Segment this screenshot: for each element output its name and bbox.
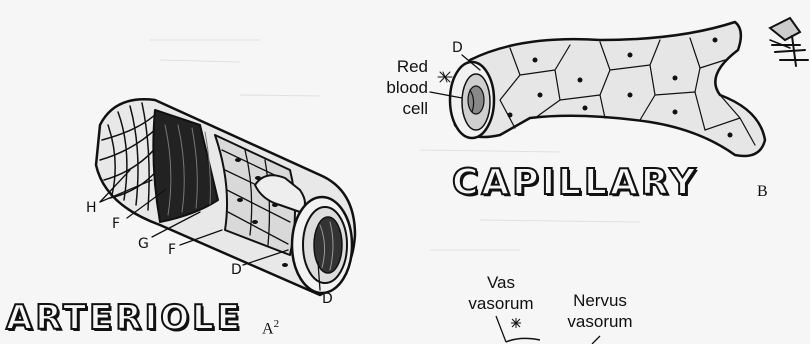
red-blood-cell-line-1: Red	[368, 56, 428, 77]
arteriole-letter-g: G	[138, 236, 149, 252]
arteriole-letter-h: H	[86, 200, 97, 216]
arteriole-title-text: ARTERIOLE	[6, 298, 243, 338]
arteriole-subscript-letter: A	[262, 320, 274, 337]
capillary-letter-d: D	[452, 40, 463, 56]
arteriole-letter-f-2: F	[168, 242, 176, 258]
red-blood-cell-label: Red blood cell	[368, 56, 428, 119]
arteriole-superscript: 2	[274, 318, 280, 330]
vas-vasorum-line-2: vasorum	[466, 293, 536, 314]
nervus-vasorum-line-1: Nervus	[560, 290, 640, 311]
arteriole-drawing	[96, 99, 355, 295]
arteriole-letter-d-2: D	[322, 291, 333, 307]
arteriole-letter-d-1: D	[231, 262, 242, 278]
red-blood-cell-line-3: cell	[368, 98, 428, 119]
nervus-vasorum-line-2: vasorum	[560, 311, 640, 332]
capillary-red-blood-cell	[468, 86, 484, 114]
vas-vasorum-line-1: Vas	[466, 272, 536, 293]
capillary-subscript: B	[757, 183, 768, 201]
capillary-drawing	[430, 22, 765, 156]
arteriole-subscript: A2	[262, 318, 279, 338]
capillary-outline	[453, 22, 765, 156]
nervus-vasorum-label: Nervus vasorum	[560, 290, 640, 332]
arteriole-letter-f-1: F	[112, 216, 120, 232]
arteriole-title: ARTERIOLE	[6, 298, 243, 338]
red-blood-cell-line-2: blood	[368, 77, 428, 98]
vas-vasorum-label: Vas vasorum	[466, 272, 536, 314]
capillary-title: CAPILLARY	[452, 162, 699, 203]
microscope-icon	[770, 18, 808, 66]
